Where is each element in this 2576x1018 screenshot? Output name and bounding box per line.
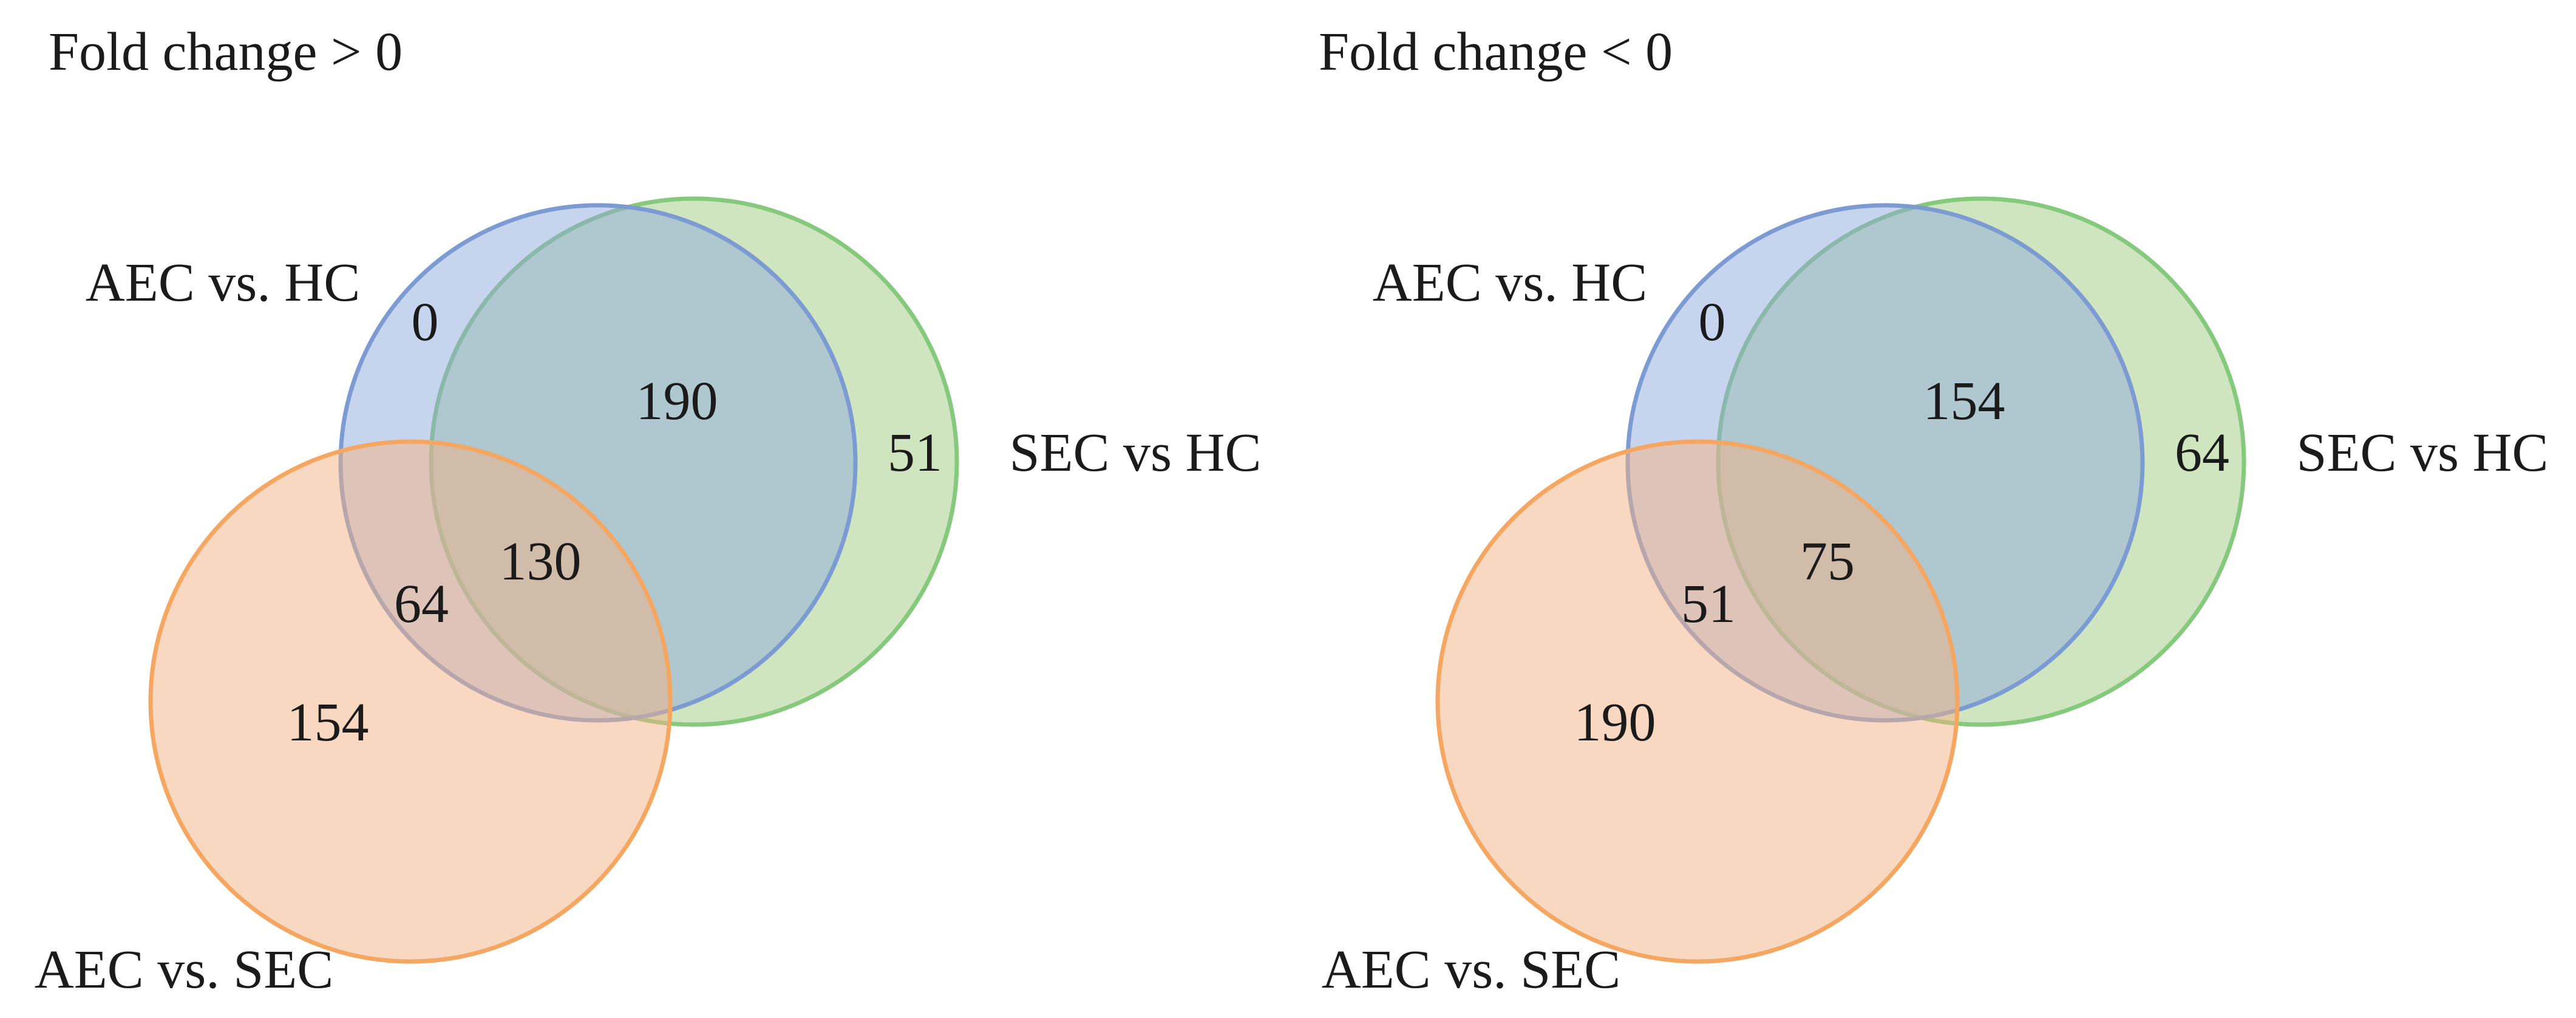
aec-sec-set-label: AEC vs. SEC	[1322, 940, 1621, 1000]
sec-hc-set-label: SEC vs HC	[1009, 423, 1261, 483]
count-aec-hc-and-aec-sec: 64	[394, 574, 449, 634]
count-aec-hc-only: 0	[1699, 292, 1726, 352]
count-aec-hc-and-aec-sec: 51	[1681, 574, 1736, 634]
venn-panel-positive: Fold change > 0 AEC vs. HC SEC vs HC AEC…	[35, 22, 1262, 1000]
count-all-three: 75	[1800, 531, 1855, 592]
aec-hc-set-label: AEC vs. HC	[1373, 253, 1648, 313]
count-sec-hc-only: 51	[888, 423, 942, 483]
count-aec-hc-and-sec-hc: 154	[1923, 371, 2005, 431]
count-aec-sec-only: 190	[1574, 692, 1656, 753]
aec-sec-circle	[148, 439, 673, 964]
sec-hc-set-label: SEC vs HC	[2296, 423, 2548, 483]
count-sec-hc-only: 64	[2175, 423, 2229, 483]
venn-panel-negative: Fold change < 0 AEC vs. HC SEC vs HC AEC…	[1319, 22, 2549, 1000]
count-aec-hc-only: 0	[412, 292, 439, 352]
aec-hc-set-label: AEC vs. HC	[86, 253, 361, 313]
aec-sec-circle	[1435, 439, 1960, 964]
count-all-three: 130	[500, 531, 582, 592]
panel-title: Fold change < 0	[1319, 22, 1673, 82]
count-aec-sec-only: 154	[287, 692, 369, 753]
panel-title: Fold change > 0	[49, 22, 403, 82]
aec-sec-set-label: AEC vs. SEC	[35, 940, 334, 1000]
count-aec-hc-and-sec-hc: 190	[636, 371, 718, 431]
